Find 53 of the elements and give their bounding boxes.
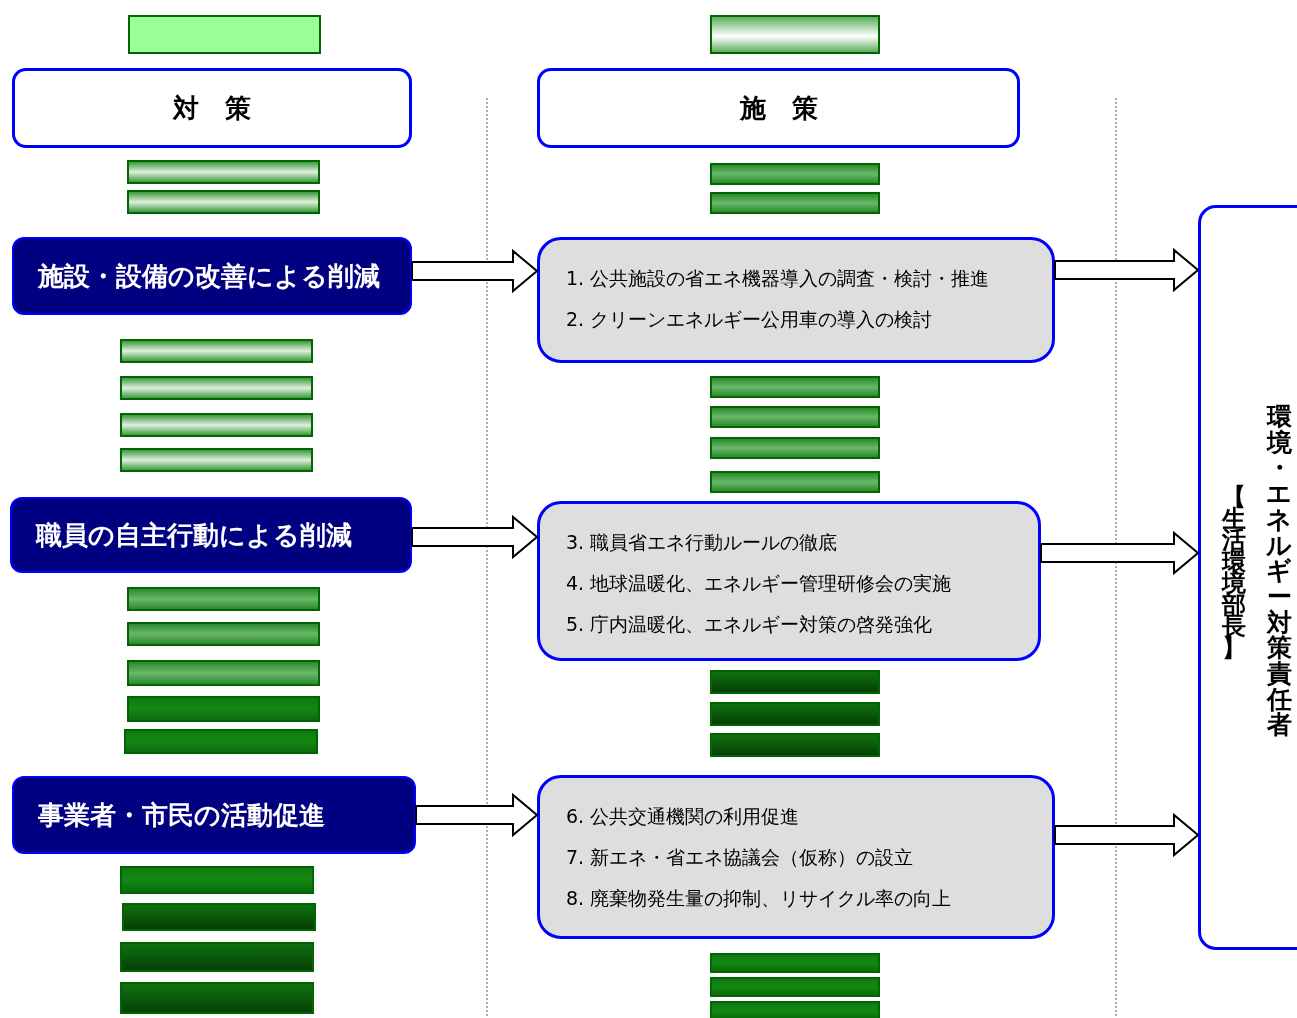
header-box: 対 策 — [12, 68, 412, 148]
gradient-bar — [710, 437, 880, 459]
block-arrow — [415, 792, 539, 838]
gradient-bar — [710, 192, 880, 214]
gradient-bar — [128, 15, 321, 54]
gradient-bar — [710, 15, 880, 54]
gradient-bar — [122, 903, 316, 931]
gradient-bar — [120, 866, 314, 894]
measure-item: 1. 公共施設の省エネ機器導入の調査・検討・推進 — [566, 266, 991, 290]
measure-item: 7. 新エネ・省エネ協議会（仮称）の設立 — [566, 845, 915, 869]
block-arrow — [1040, 530, 1200, 576]
gradient-bar — [710, 376, 880, 398]
gradient-bar — [120, 942, 314, 972]
measure-item: 3. 職員省エネ行動ルールの徹底 — [566, 530, 839, 554]
responsible-box — [1198, 205, 1297, 950]
role-title: 環境・エネルギー対策責任者 — [1265, 404, 1293, 739]
gradient-bar — [127, 190, 320, 214]
block-arrow — [1054, 812, 1200, 858]
gradient-bar — [120, 448, 313, 472]
measure-item: 4. 地球温暖化、エネルギー管理研修会の実施 — [566, 571, 953, 595]
gradient-bar — [710, 471, 880, 493]
gradient-bar — [710, 406, 880, 428]
gradient-bar — [710, 977, 880, 997]
gradient-bar — [127, 696, 320, 722]
gradient-bar — [127, 160, 320, 184]
gradient-bar — [127, 587, 320, 611]
gradient-bar — [710, 670, 880, 694]
gradient-bar — [120, 982, 314, 1014]
measure-item: 2. クリーンエネルギー公用車の導入の検討 — [566, 307, 934, 331]
header-box: 施 策 — [537, 68, 1020, 148]
gradient-bar — [127, 622, 320, 646]
gradient-bar — [120, 376, 313, 400]
category-box: 施設・設備の改善による削減 — [12, 237, 412, 315]
gradient-bar — [127, 660, 320, 686]
measure-item: 5. 庁内温暖化、エネルギー対策の啓発強化 — [566, 612, 934, 636]
gradient-bar — [710, 733, 880, 757]
category-box: 事業者・市民の活動促進 — [12, 776, 416, 854]
gradient-bar — [124, 729, 318, 754]
category-box: 職員の自主行動による削減 — [10, 497, 412, 573]
block-arrow — [411, 248, 539, 294]
block-arrow — [411, 514, 539, 560]
measure-box — [537, 775, 1055, 939]
gradient-bar — [120, 413, 313, 437]
measure-item: 8. 廃棄物発生量の抑制、リサイクル率の向上 — [566, 886, 953, 910]
gradient-bar — [710, 953, 880, 973]
gradient-bar — [120, 339, 313, 363]
gradient-bar — [710, 163, 880, 185]
measure-box — [537, 501, 1041, 661]
measure-item: 6. 公共交通機関の利用促進 — [566, 804, 801, 828]
block-arrow — [1054, 247, 1200, 293]
gradient-bar — [710, 1001, 880, 1018]
measure-box — [537, 237, 1055, 363]
gradient-bar — [710, 702, 880, 726]
